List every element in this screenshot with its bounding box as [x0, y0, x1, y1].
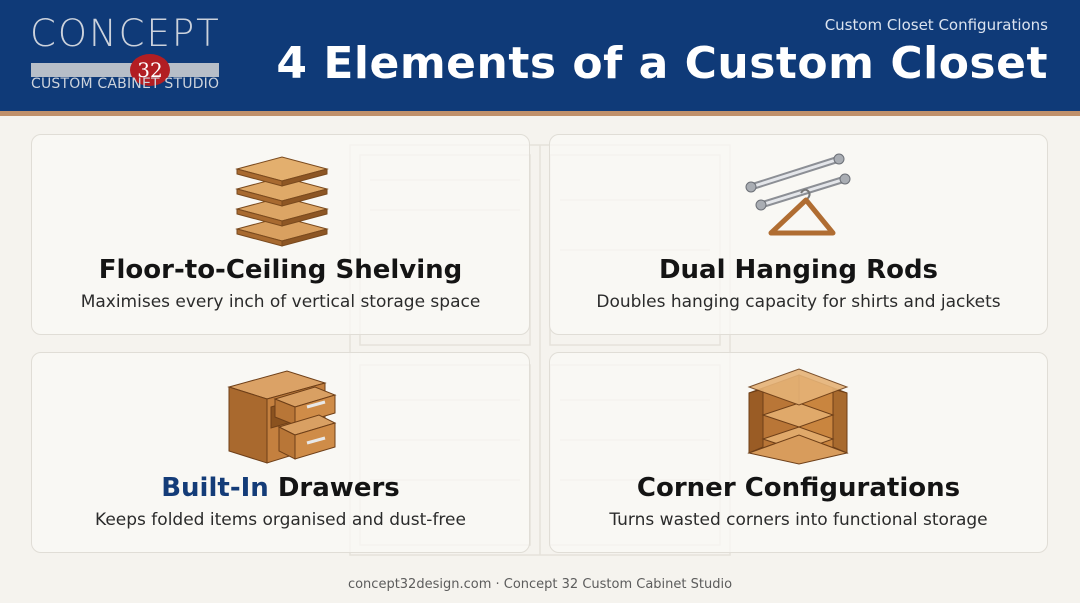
card-description: Keeps folded items organised and dust-fr… [95, 510, 466, 530]
logo-wordmark: CONCEPT [30, 12, 221, 55]
footer-credit: concept32design.com · Concept 32 Custom … [347, 577, 733, 592]
header-divider [0, 111, 1080, 116]
hanging-rods-icon [745, 153, 851, 236]
card-description: Doubles hanging capacity for shirts and … [596, 292, 1001, 312]
card-corner-configurations: Corner Configurations Turns wasted corne… [549, 352, 1048, 553]
logo-bar [31, 63, 219, 77]
card-floor-to-ceiling-shelving: Floor-to-Ceiling Shelving Maximises ever… [31, 134, 530, 335]
page-eyebrow: Custom Closet Configurations [824, 16, 1048, 34]
page-title: 4 Elements of a Custom Closet [276, 38, 1048, 89]
card-description: Turns wasted corners into functional sto… [609, 510, 988, 530]
logo-subtitle: CUSTOM CABINET STUDIO [31, 76, 220, 92]
card-title: Corner Configurations [636, 473, 961, 503]
card-title-accent: Built-In [161, 473, 269, 503]
stacked-shelves-icon [235, 156, 329, 247]
header-banner: CONCEPT 32 CUSTOM CABINET STUDIO Custom … [0, 0, 1080, 111]
card-title: Built-In Drawers [32, 473, 529, 503]
card-title: Dual Hanging Rods [658, 255, 939, 285]
brand-logo: CONCEPT 32 CUSTOM CABINET STUDIO [30, 14, 222, 96]
card-built-in-drawers: Built-In Drawers Keeps folded items orga… [31, 352, 530, 553]
drawer-unit-icon [227, 370, 337, 464]
card-description: Maximises every inch of vertical storage… [80, 292, 481, 312]
corner-unit-icon [747, 368, 849, 465]
card-title: Floor-to-Ceiling Shelving [98, 255, 463, 285]
card-title-rest: Drawers [268, 473, 400, 503]
card-dual-hanging-rods: Dual Hanging Rods Doubles hanging capaci… [549, 134, 1048, 335]
logo-number-badge: 32 [130, 54, 170, 86]
